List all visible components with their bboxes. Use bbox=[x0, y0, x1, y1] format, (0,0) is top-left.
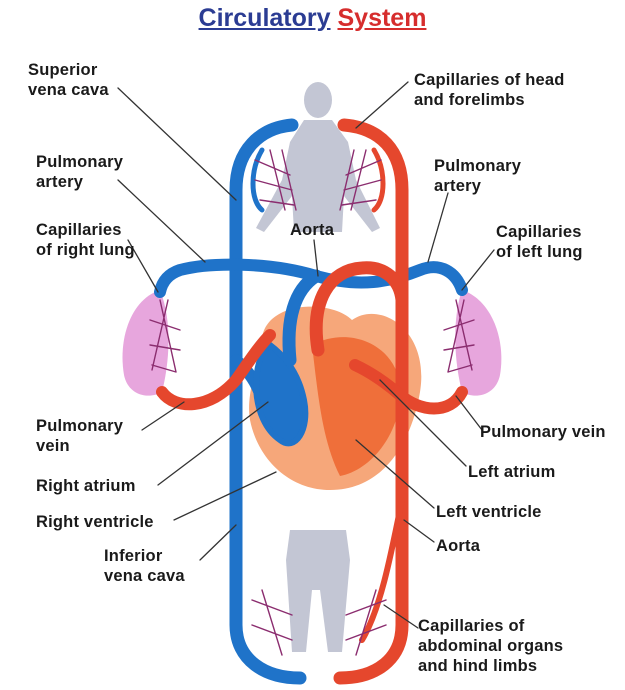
label-right-ventricle: Right ventricle bbox=[36, 512, 154, 532]
diagram-title: Circulatory System bbox=[0, 4, 625, 33]
label-pulmonary-artery-right: Pulmonary artery bbox=[434, 156, 521, 196]
label-pulmonary-vein-right: Pulmonary vein bbox=[480, 422, 606, 442]
label-left-atrium: Left atrium bbox=[468, 462, 555, 482]
label-aorta-top: Aorta bbox=[290, 220, 334, 240]
label-pulmonary-vein-left: Pulmonary vein bbox=[36, 416, 123, 456]
label-capillaries-right-lung: Capillaries of right lung bbox=[36, 220, 135, 260]
label-capillaries-head-forelimbs: Capillaries of head and forelimbs bbox=[414, 70, 565, 110]
title-word-circulatory: Circulatory bbox=[199, 4, 331, 32]
label-right-atrium: Right atrium bbox=[36, 476, 136, 496]
lower-body-silhouette bbox=[286, 530, 350, 652]
label-capillaries-abdominal: Capillaries of abdominal organs and hind… bbox=[418, 616, 563, 676]
label-superior-vena-cava: Superior vena cava bbox=[28, 60, 109, 100]
label-inferior-vena-cava: Inferior vena cava bbox=[104, 546, 185, 586]
label-pulmonary-artery-left: Pulmonary artery bbox=[36, 152, 123, 192]
title-word-system: System bbox=[337, 4, 426, 32]
label-capillaries-left-lung: Capillaries of left lung bbox=[496, 222, 583, 262]
label-aorta-bottom: Aorta bbox=[436, 536, 480, 556]
label-left-ventricle: Left ventricle bbox=[436, 502, 542, 522]
upper-body-silhouette bbox=[256, 82, 380, 232]
